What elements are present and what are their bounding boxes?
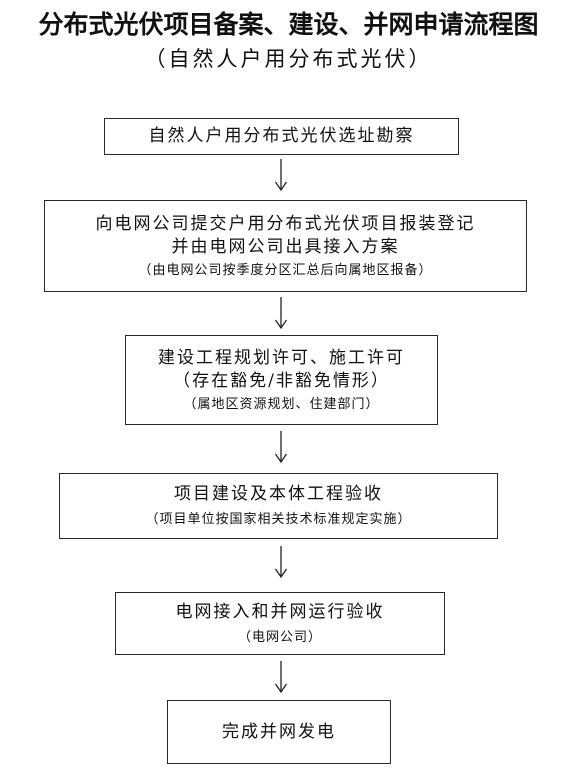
step-grid-registration-line1: 向电网公司提交户用分布式光伏项目报装登记	[95, 213, 476, 234]
diagram-title: 分布式光伏项目备案、建设、并网申请流程图	[38, 10, 539, 39]
step-grid-registration: 向电网公司提交户用分布式光伏项目报装登记 并由电网公司出具接入方案 （由电网公司…	[44, 200, 527, 292]
step-grid-registration-line2: 并由电网公司出具接入方案	[171, 236, 400, 257]
step-construction-permit-line1: 建设工程规划许可、施工许可	[158, 347, 405, 368]
step-construction-permit-note: （属地区资源规划、住建部门）	[183, 396, 380, 412]
step-grid-connected-text: 完成并网发电	[222, 721, 336, 742]
step-construction-permit-line2: （存在豁免/非豁免情形）	[173, 370, 390, 391]
diagram-subtitle: （自然人户用分布式光伏）	[144, 47, 433, 71]
flow-arrow-5	[273, 660, 289, 694]
step-construction-permit: 建设工程规划许可、施工许可 （存在豁免/非豁免情形） （属地区资源规划、住建部门…	[125, 335, 438, 425]
step-grid-acceptance: 电网接入和并网运行验收 （电网公司）	[115, 592, 445, 655]
step-site-survey-text: 自然人户用分布式光伏选址勘察	[148, 126, 415, 146]
step-grid-registration-note: （由电网公司按季度分区汇总后向属地区报备）	[138, 262, 433, 278]
step-construction-acceptance: 项目建设及本体工程验收 （项目单位按国家相关技术标准规定实施）	[59, 473, 498, 539]
step-grid-connected: 完成并网发电	[167, 700, 391, 764]
step-grid-acceptance-note: （电网公司）	[237, 629, 322, 645]
flow-arrow-1	[273, 158, 289, 192]
step-construction-acceptance-line1: 项目建设及本体工程验收	[174, 484, 383, 504]
flow-arrow-4	[273, 545, 289, 579]
step-grid-acceptance-line1: 电网接入和并网运行验收	[175, 601, 385, 622]
flow-arrow-3	[273, 430, 289, 464]
flow-arrow-2	[273, 296, 289, 330]
step-site-survey: 自然人户用分布式光伏选址勘察	[104, 118, 459, 155]
step-construction-acceptance-note: （项目单位按国家相关技术标准规定实施）	[145, 512, 412, 527]
